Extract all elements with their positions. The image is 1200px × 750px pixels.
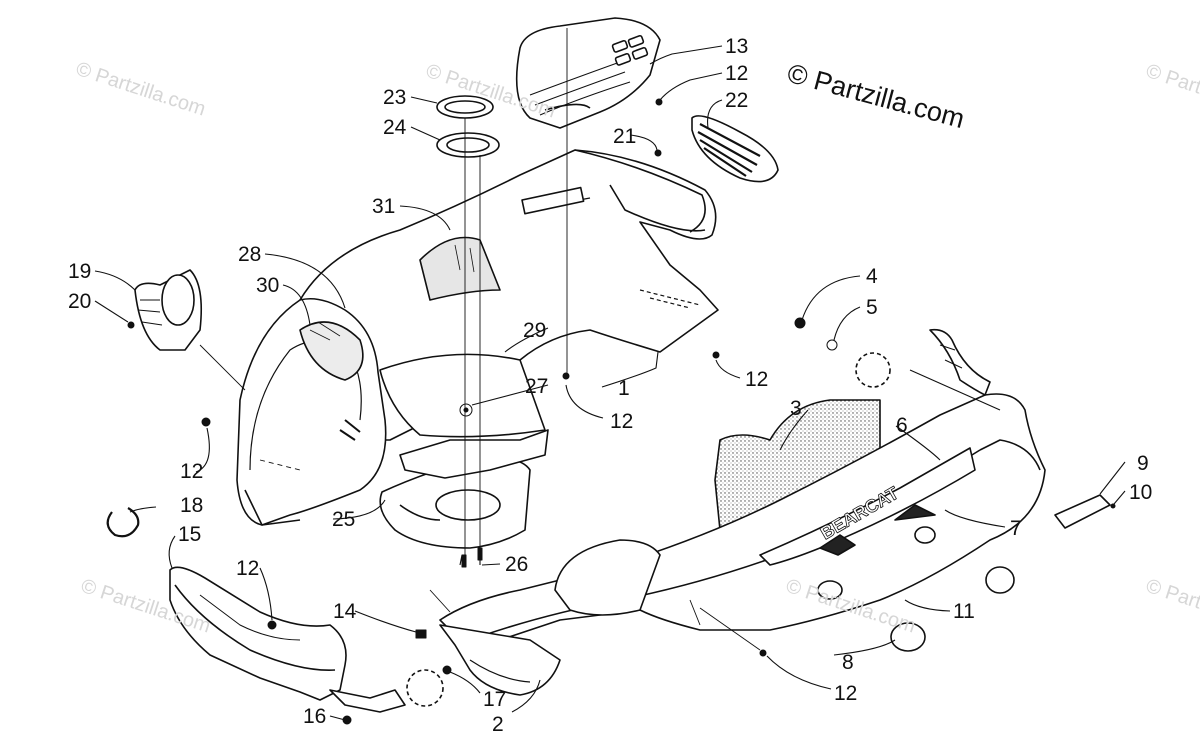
- plate-part: [1054, 494, 1111, 529]
- callout-4: 4: [866, 265, 878, 288]
- callout-12: 12: [236, 557, 260, 580]
- callout-18: 18: [180, 494, 204, 517]
- leader-lines: [94, 45, 1126, 721]
- lens-part-8: [890, 622, 926, 652]
- callout-1: 1: [618, 377, 630, 400]
- boot-part: [134, 269, 203, 351]
- callout-24: 24: [383, 116, 407, 139]
- callout-31: 31: [372, 195, 396, 218]
- dashed-washer-17: [406, 669, 444, 707]
- clamp-part: [106, 507, 140, 538]
- callout-12: 12: [180, 460, 204, 483]
- callout-15: 15: [178, 523, 202, 546]
- floor-tray-part: [379, 456, 531, 549]
- callout-12: 12: [834, 682, 858, 705]
- step-plate-part: [399, 429, 549, 479]
- callout-19: 19: [68, 260, 92, 283]
- front-guard-part: [169, 566, 406, 713]
- fasteners: [127, 98, 1116, 725]
- vent-grille-part: [691, 115, 779, 183]
- rear-bumper-part: BEARCAT: [439, 328, 1046, 651]
- callout-5: 5: [866, 296, 878, 319]
- callout-7: 7: [1010, 517, 1022, 540]
- front-fender-part: [236, 297, 387, 526]
- callout-8: 8: [842, 651, 854, 674]
- callout-26: 26: [505, 553, 529, 576]
- callout-29: 29: [523, 319, 547, 342]
- callout-22: 22: [725, 89, 749, 112]
- callout-23: 23: [383, 86, 407, 109]
- callout-12: 12: [610, 410, 634, 433]
- callout-20: 20: [68, 290, 92, 313]
- callout-17: 17: [483, 688, 507, 711]
- callout-10: 10: [1129, 481, 1153, 504]
- callout-3: 3: [790, 397, 802, 420]
- callout-28: 28: [238, 243, 262, 266]
- callout-9: 9: [1137, 452, 1149, 475]
- callout-13: 13: [725, 35, 749, 58]
- callout-27: 27: [525, 375, 549, 398]
- dashed-washer-5: [855, 352, 891, 388]
- callout-16: 16: [303, 705, 327, 728]
- callout-2: 2: [492, 713, 504, 736]
- nose-piece-part: [439, 624, 561, 696]
- lens-part-11: [985, 566, 1015, 594]
- callout-30: 30: [256, 274, 280, 297]
- assembly-axis-lines: [199, 28, 761, 651]
- callout-12: 12: [745, 368, 769, 391]
- callout-14: 14: [333, 600, 357, 623]
- trim-ring-part: [436, 132, 500, 158]
- callout-21: 21: [613, 125, 637, 148]
- callout-25: 25: [332, 508, 356, 531]
- main-body-part: [299, 149, 719, 441]
- callout-11: 11: [953, 600, 975, 623]
- callout-6: 6: [896, 414, 908, 437]
- callout-12: 12: [725, 62, 749, 85]
- rear-cover-part: [515, 17, 661, 129]
